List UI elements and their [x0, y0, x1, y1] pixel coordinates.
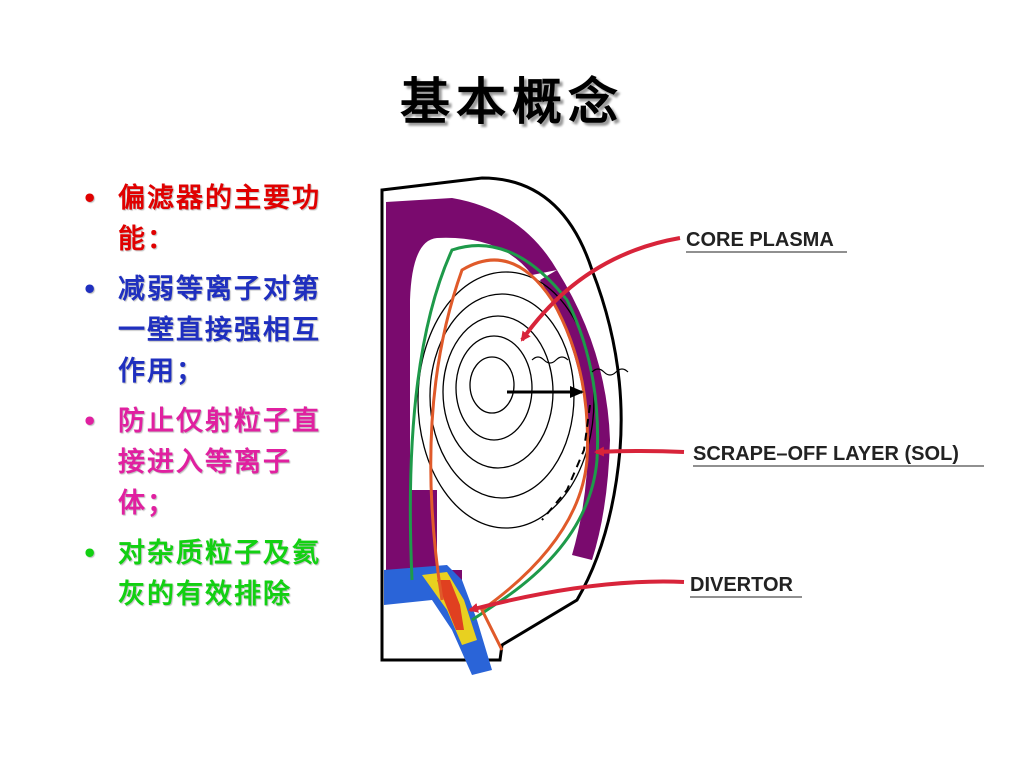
tokamak-divertor-diagram: CORE PLASMA SCRAPE–OFF LAYER (SOL) DIVER…: [380, 176, 984, 675]
wavy-flux-line-2: [591, 368, 629, 376]
bullet-item-exhaust-impurities: • 对杂质粒子及氦灰的有效排除: [78, 533, 340, 615]
wavy-flux-line: [531, 356, 569, 364]
bullet-dot-icon: •: [82, 539, 100, 568]
divertor-arrow: [468, 579, 685, 613]
bullet-list: • 偏滤器的主要功能： • 减弱等离子对第一壁直接强相互作用； • 防止仅射粒子…: [78, 178, 340, 624]
separatrix-line: [429, 258, 590, 651]
bullet-item-prevent-particles: • 防止仅射粒子直接进入等离子体；: [78, 401, 340, 524]
bullet-text: 减弱等离子对第一壁直接强相互作用；: [118, 274, 321, 387]
flux-surfaces: [417, 271, 595, 529]
label-core-plasma: CORE PLASMA: [686, 229, 834, 251]
lower-wall-band: [410, 490, 462, 590]
page-title: 基本概念: [400, 72, 624, 131]
bullet-dot-icon: •: [82, 184, 100, 213]
label-divertor: DIVERTOR: [690, 574, 794, 596]
bullet-item-divertor-functions: • 偏滤器的主要功能：: [78, 178, 340, 260]
bullet-text: 防止仅射粒子直接进入等离子体；: [118, 406, 321, 519]
core-plasma-arrow: [520, 236, 681, 342]
bullet-dot-icon: •: [82, 275, 100, 304]
bullet-dot-icon: •: [82, 407, 100, 436]
label-sol: SCRAPE–OFF LAYER (SOL): [693, 443, 959, 465]
bullet-item-reduce-interaction: • 减弱等离子对第一壁直接强相互作用；: [78, 269, 340, 392]
first-wall-band: [386, 198, 557, 580]
bullet-text: 对杂质粒子及氦灰的有效排除: [118, 538, 321, 610]
bullet-text: 偏滤器的主要功能：: [118, 183, 321, 255]
divertor-hot-core: [437, 580, 464, 630]
sol-arrow: [594, 446, 685, 457]
divertor-heat-region: [384, 565, 492, 675]
